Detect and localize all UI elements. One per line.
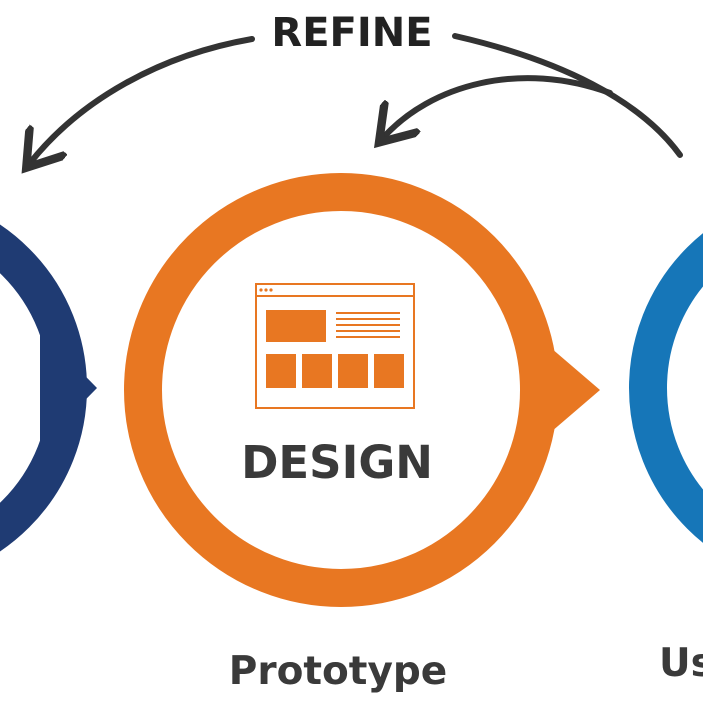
- stage-right-caption: Us: [659, 641, 703, 686]
- refine-arrow-left: [30, 36, 255, 163]
- refine-arrow-right-outer: [452, 33, 683, 158]
- wireframe-layout-icon: [255, 283, 415, 409]
- stage-center-caption: Prototype: [229, 649, 447, 694]
- refine-label: REFINE: [271, 10, 432, 56]
- stage-center-pointer: [530, 330, 600, 450]
- stage-left-pointer: [40, 330, 97, 446]
- stage-center-title: DESIGN: [241, 436, 433, 489]
- stage-right: [629, 233, 703, 543]
- stage-center: DESIGN: [124, 173, 600, 607]
- refine-arrow-right-inner: [383, 75, 613, 138]
- stage-left: [0, 224, 97, 552]
